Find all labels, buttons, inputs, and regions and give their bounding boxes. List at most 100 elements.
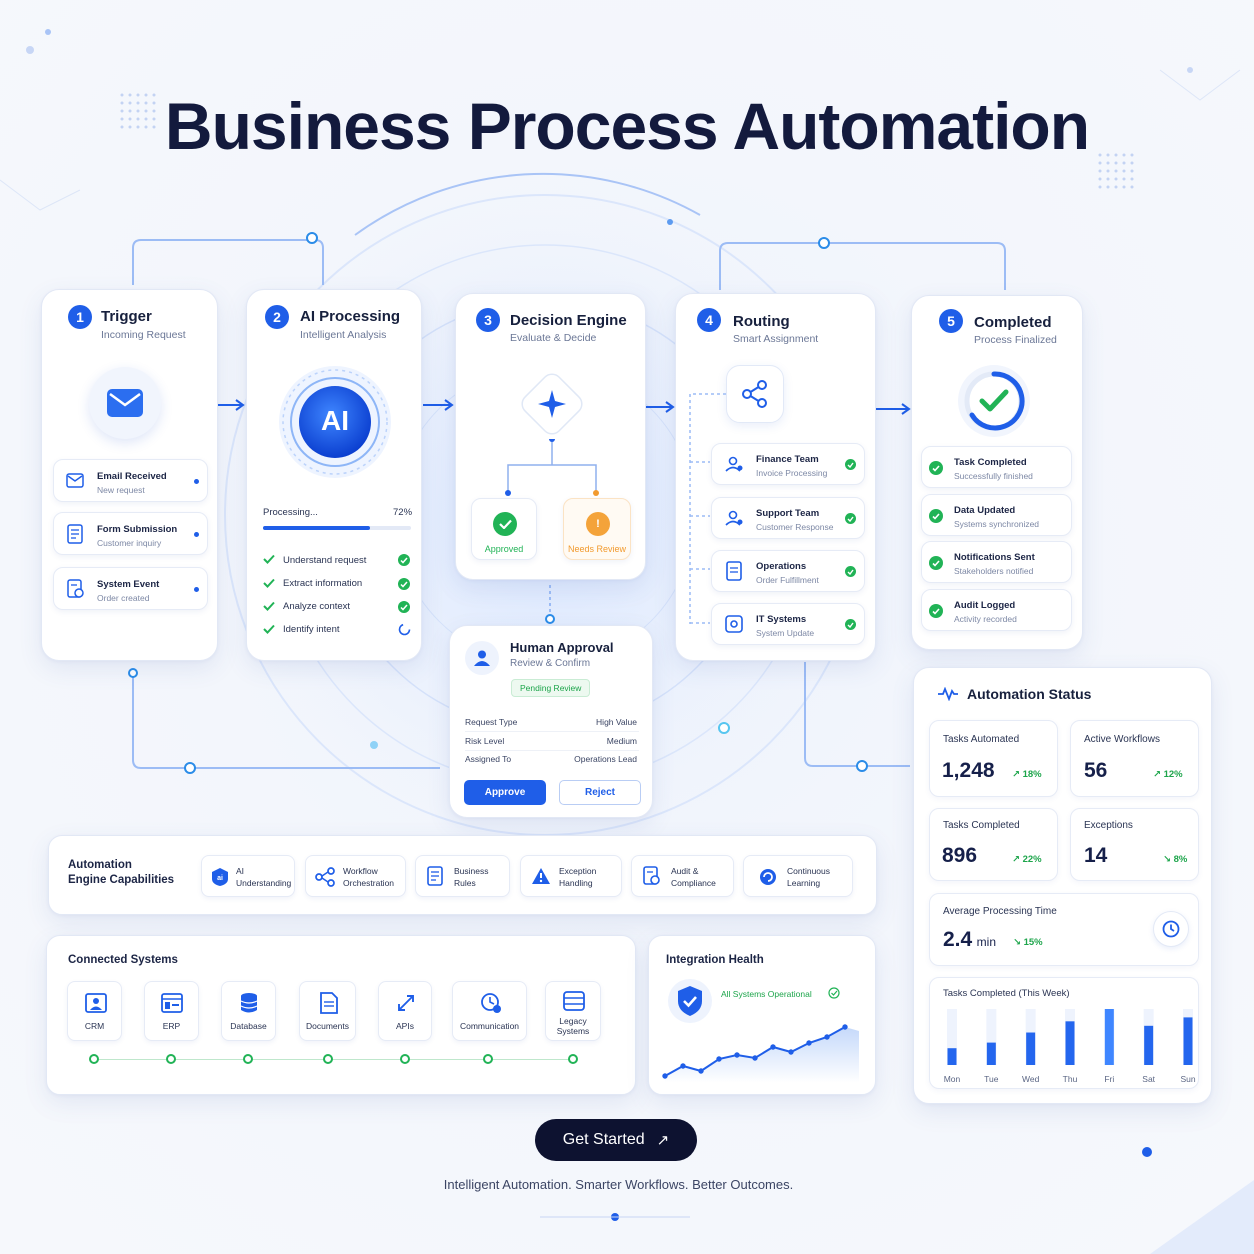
progress-percent: 72% [393,507,413,518]
chart-bar [1183,1017,1193,1065]
step-title: Trigger [101,308,152,325]
system-database[interactable]: Database [221,981,276,1041]
routing-team-operations[interactable]: Operations Order Fulfillment [711,550,865,592]
documents-icon [320,992,338,1014]
get-started-button[interactable]: Get Started ↗ [535,1119,697,1161]
system-erp[interactable]: ERP [144,981,199,1041]
decision-needs-review[interactable]: ! Needs Review [563,498,631,560]
chart-tick-label: Sun [1180,1074,1195,1084]
shield-check-icon [668,979,712,1023]
metric-trend: ↘ 8% [1163,854,1187,865]
check-circle-icon [845,619,856,630]
erp-icon [161,993,183,1013]
trigger-item-title: System Event [97,579,160,590]
ai-check-label: Analyze context [283,601,351,612]
chart-bar [1026,1032,1036,1065]
metric-value: 14 [1084,844,1108,867]
step-decision-engine-card[interactable]: 3 Decision Engine Evaluate & Decide Appr… [455,293,646,580]
metric-tasks-automated[interactable]: Tasks Automated 1,248 ↗ 18% [929,720,1058,797]
workflow-icon [315,867,335,887]
step-completed-card[interactable]: 5 Completed Process Finalized Task Compl… [911,295,1083,650]
step-trigger-card[interactable]: 1 Trigger Incoming Request Email Receive… [41,289,218,661]
metric-exceptions[interactable]: Exceptions 14 ↘ 8% [1070,808,1199,881]
system-crm[interactable]: CRM [67,981,122,1041]
routing-team-title: IT Systems [756,614,807,625]
metric-average-processing-time[interactable]: Average Processing Time 2.4 min ↘ 15% [929,893,1199,966]
operations-doc-icon [726,561,742,581]
step-ai-processing-card[interactable]: 2 AI Processing Intelligent Analysis AI … [246,289,422,661]
metric-tasks-completed[interactable]: Tasks Completed 896 ↗ 22% [929,808,1058,881]
completed-item[interactable]: Audit Logged Activity recorded [921,589,1072,631]
capability-label-line: Understanding [236,878,292,888]
connection-node [483,1054,493,1064]
metric-active-workflows[interactable]: Active Workflows 56 ↗ 12% [1070,720,1199,797]
avg-value-row: 2.4 min [943,928,996,952]
trigger-item-title: Form Submission [97,524,178,535]
system-label: ERP [145,1021,198,1031]
system-label: Communication [453,1021,526,1031]
envelope-icon [89,367,161,439]
step-routing-card[interactable]: 4 Routing Smart Assignment Finance Team … [675,293,876,661]
metric-label: Tasks Automated [943,734,1020,745]
decision-approved[interactable]: Approved [471,498,537,560]
human-approval-card[interactable]: Human Approval Review & Confirm Pending … [449,625,653,818]
trend-down-icon: ↘ [1013,937,1021,948]
routing-team-support[interactable]: Support Team Customer Response [711,497,865,539]
divider [465,750,639,751]
approve-button[interactable]: Approve [464,780,546,805]
chart-bar [986,1042,996,1065]
trigger-item-form[interactable]: Form Submission Customer inquiry [53,512,208,555]
routing-team-title: Operations [756,561,807,572]
connection-node [89,1054,99,1064]
capability-label-line: Continuous [787,866,831,876]
capability-label-line: Audit & [671,866,699,876]
capabilities-title-line: Automation [68,859,132,871]
check-icon [263,624,275,634]
completed-item[interactable]: Task Completed Successfully finished [921,446,1072,488]
connection-node [323,1054,333,1064]
metric-trend-value: 22% [1022,854,1042,865]
system-communication[interactable]: Communication [452,981,527,1041]
routing-team-finance[interactable]: Finance Team Invoice Processing [711,443,865,485]
approval-row-label: Risk Level [465,736,505,746]
loading-spinner-icon [398,623,411,636]
arrow-icon [646,401,675,413]
share-network-icon [726,365,784,423]
step-title: Completed [974,314,1052,331]
completed-item[interactable]: Notifications Sent Stakeholders notified [921,541,1072,583]
clock-icon [1153,911,1189,947]
progress-bar [263,526,411,530]
metric-label: Average Processing Time [943,906,1057,917]
learning-icon [760,869,776,885]
capability-audit[interactable]: Audit &Compliance [631,855,734,897]
system-documents[interactable]: Documents [299,981,356,1041]
step-number: 1 [68,305,92,329]
step-number: 4 [697,308,721,332]
completed-item[interactable]: Data Updated Systems synchronized [921,494,1072,536]
avg-unit: min [976,935,996,949]
metric-trend-value: 8% [1173,854,1188,865]
user-icon [465,641,499,675]
reject-button[interactable]: Reject [559,780,641,805]
system-apis[interactable]: APIs [378,981,432,1041]
crm-icon [85,993,107,1013]
routing-team-it[interactable]: IT Systems System Update [711,603,865,645]
trigger-item-system-event[interactable]: System Event Order created [53,567,208,610]
trigger-item-email[interactable]: Email Received New request [53,459,208,502]
pulse-icon [938,687,958,701]
connection-node [400,1054,410,1064]
trend-up-icon: ↗ [1012,769,1020,780]
system-label-line: CRM [84,1021,105,1031]
step-subtitle: Intelligent Analysis [300,329,387,341]
progress-label: Processing... [263,507,318,518]
automation-status-title: Automation Status [967,686,1092,702]
